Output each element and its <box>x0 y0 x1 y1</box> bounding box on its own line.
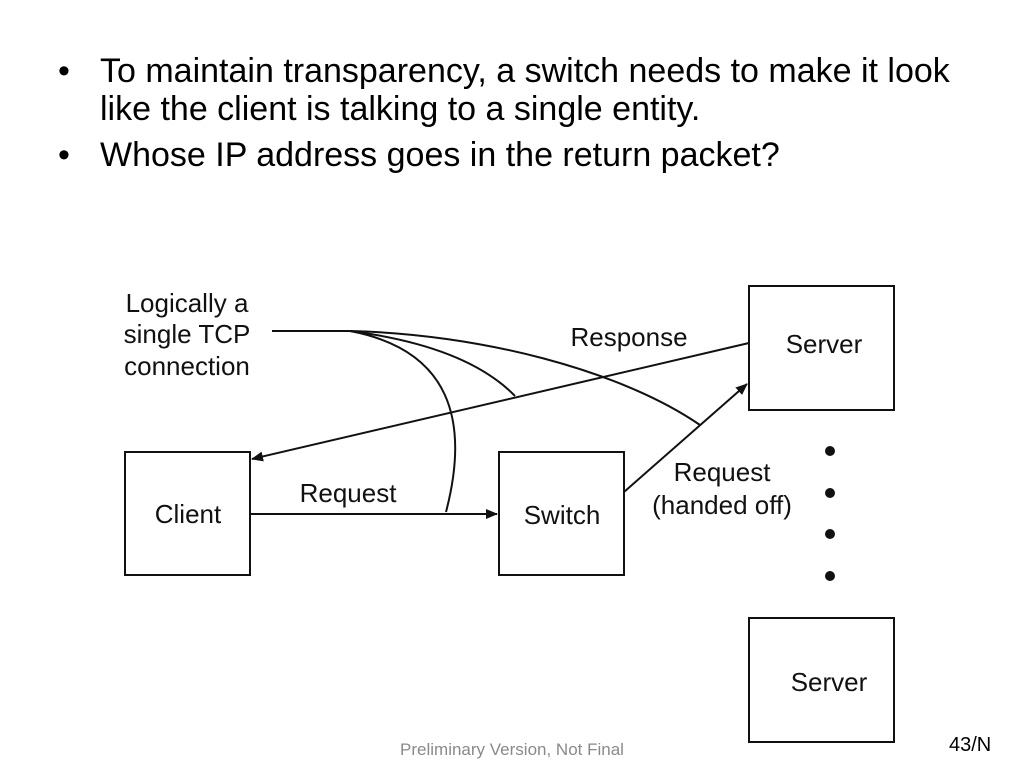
footer-note: Preliminary Version, Not Final <box>400 740 624 759</box>
ellipsis-dot <box>825 488 835 498</box>
client-box <box>124 451 251 576</box>
bullet-text: Whose IP address goes in the return pack… <box>100 136 780 174</box>
logical-connection-curve-response <box>349 330 516 397</box>
bullet-item: • Whose IP address goes in the return pa… <box>58 136 958 174</box>
logical-connection-label-line3: connection <box>124 351 250 381</box>
server-top-box <box>748 285 895 411</box>
ellipsis-dot <box>825 571 835 581</box>
handed-off-label-line1: Request <box>674 457 772 487</box>
response-label: Response <box>570 322 687 352</box>
server-top-label: Server <box>786 329 863 359</box>
bullet-dot: • <box>58 136 70 174</box>
request-label: Request <box>300 478 398 508</box>
switch-box <box>498 451 625 576</box>
handed-off-arrow <box>623 383 748 493</box>
client-label: Client <box>155 499 222 529</box>
ellipsis-dot <box>825 529 835 539</box>
ellipsis-dot <box>825 446 835 456</box>
bullet-dot: • <box>58 52 70 90</box>
logical-connection-curve-request <box>349 330 457 513</box>
logical-connection-curve-handoff <box>349 330 701 426</box>
bullet-item: • To maintain transparency, a switch nee… <box>58 52 958 128</box>
page-number: 43/N <box>949 734 992 756</box>
server-bottom-label: Server <box>791 667 868 697</box>
logical-connection-label-line2: single TCP <box>124 319 251 349</box>
handed-off-label-line2: (handed off) <box>652 490 792 520</box>
bullet-text: To maintain transparency, a switch needs… <box>100 52 950 128</box>
switch-label: Switch <box>524 500 601 530</box>
logical-connection-label-line1: Logically a <box>126 288 249 318</box>
response-arrow <box>251 342 750 462</box>
server-bottom-box <box>748 617 895 743</box>
bullet-list: • To maintain transparency, a switch nee… <box>58 52 958 182</box>
